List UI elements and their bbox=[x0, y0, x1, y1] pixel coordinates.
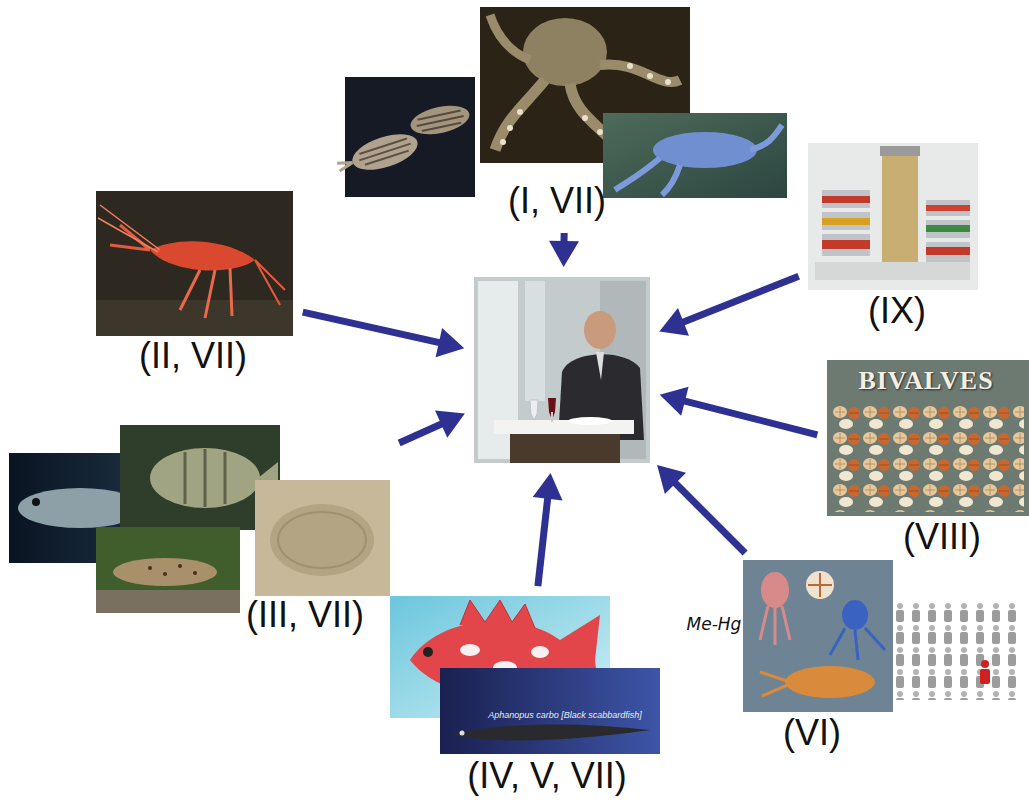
group-caption: (I, VII) bbox=[508, 180, 606, 221]
group-caption: (IV, V, VII) bbox=[467, 755, 626, 796]
text-slot: Aphanopus carbo [Black scabbardfish] bbox=[488, 704, 642, 722]
text-slot: BIVALVES bbox=[858, 366, 993, 396]
arrow-head bbox=[659, 308, 689, 336]
bivalve-group: BIVALVES (VIII) bbox=[827, 360, 1026, 565]
group-caption: (III, VII) bbox=[246, 594, 364, 635]
group-caption: (IX) bbox=[868, 290, 926, 331]
arrow-shaft bbox=[303, 312, 443, 343]
text-slot: (I, VII) bbox=[508, 180, 606, 221]
picture-text: Aphanopus carbo [Black scabbardfish] bbox=[488, 710, 642, 721]
deep-sea-fish-group: Aphanopus carbo [Black scabbardfish] (IV,… bbox=[390, 596, 660, 807]
cephalopod-group: (I, VII) bbox=[345, 7, 787, 223]
flow-arrow bbox=[533, 473, 563, 586]
fish-group: (III, VII) bbox=[9, 425, 390, 640]
flow-arrow bbox=[659, 276, 798, 336]
text-slot: (III, VII) bbox=[246, 594, 364, 635]
crustacean-group: (II, VII) bbox=[96, 191, 293, 385]
arrow-head bbox=[435, 410, 465, 437]
text-slot: (IX) bbox=[868, 290, 926, 331]
arrow-head bbox=[657, 465, 686, 494]
consumer-photo bbox=[474, 277, 650, 463]
arrow-head bbox=[533, 473, 563, 501]
flow-arrow bbox=[303, 312, 464, 357]
picture-text: Me-Hg bbox=[687, 614, 742, 634]
group-caption: (II, VII) bbox=[139, 335, 247, 376]
group-caption: (VI) bbox=[783, 712, 841, 753]
arrow-shaft bbox=[399, 423, 445, 443]
arrow-shaft bbox=[538, 495, 548, 586]
picture-text: BIVALVES bbox=[858, 366, 993, 396]
group-caption: (VIII) bbox=[903, 516, 981, 557]
canned-fish-group: (IX) bbox=[808, 143, 978, 335]
text-slot: Me-Hg bbox=[687, 614, 742, 634]
arrow-shaft bbox=[673, 481, 745, 553]
flow-arrow bbox=[660, 387, 818, 435]
flow-arrow bbox=[657, 465, 745, 553]
arrow-shaft bbox=[680, 276, 799, 323]
text-slot: (VIII) bbox=[903, 516, 981, 557]
text-slot: (II, VII) bbox=[139, 335, 247, 376]
flow-arrow bbox=[549, 233, 579, 267]
arrow-head bbox=[549, 241, 579, 267]
flow-arrow bbox=[399, 410, 465, 443]
mercury-risk-group: Me-Hg (VI) bbox=[685, 560, 1022, 762]
arrow-head bbox=[660, 387, 689, 416]
arrow-head bbox=[436, 328, 465, 357]
arrow-shaft bbox=[681, 400, 817, 435]
text-slot: (IV, V, VII) bbox=[467, 755, 626, 796]
text-slot: (VI) bbox=[783, 712, 841, 753]
